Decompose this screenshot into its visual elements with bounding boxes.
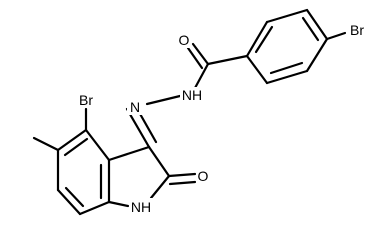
bond-c4-to-c5 (56, 128, 88, 152)
bond-nh-to-c7a (107, 200, 130, 208)
bond-carbonyl-to-ring (206, 54, 249, 66)
atom-nh-hydrazide: NH (180, 87, 204, 103)
atom-nh-lactam: NH (129, 198, 153, 215)
atom-n-hydrazone-label: N (130, 99, 140, 115)
bond-c5-to-methyl (32, 136, 60, 152)
bond-carbonyl-to-nh (193, 62, 210, 90)
bond-carbonyl-c-o (191, 42, 210, 66)
bond-ring-top-left-inner (254, 25, 274, 54)
bond-c2-to-o-double (168, 180, 197, 186)
bond-c3-to-c3a (107, 145, 151, 162)
bond-carbonyl-c-o-double (186, 46, 204, 70)
bond-ring-lower-inner (269, 61, 304, 75)
bond-c2-to-o (167, 172, 197, 178)
bond-c3a-to-c4 (84, 128, 111, 162)
bond-nh-to-n (145, 94, 182, 106)
atom-o-lactam-label: O (198, 168, 209, 184)
bond-n-to-c3 (125, 107, 151, 149)
atom-o-amide-label: O (179, 32, 190, 48)
atom-br-para: Br (346, 22, 368, 38)
bond-ring-right-bottom (305, 37, 329, 73)
bond-ring-lower (265, 69, 309, 85)
atom-br-ring-label: Br (79, 92, 93, 108)
atom-br-para-label: Br (350, 22, 364, 38)
bond-ring-upper (265, 8, 309, 24)
chemical-structure: O Br NH N Br O NH (32, 8, 368, 216)
atom-nh-hydrazide-label: NH (182, 87, 202, 103)
bond-ring-top (245, 20, 269, 58)
atom-br-ring: Br (75, 92, 97, 108)
bond-c6-to-c7-inner (64, 186, 85, 208)
bond-ring-right-inner (301, 16, 320, 42)
bond-ring-to-br (325, 31, 347, 41)
bonds (32, 8, 347, 216)
bond-ring-right-top (305, 8, 329, 41)
bond-c2-to-nh (149, 174, 171, 200)
atom-n-hydrazone: N (127, 99, 143, 115)
atom-labels: O Br NH N Br O NH (75, 22, 368, 215)
bond-c3-to-c2 (147, 145, 171, 178)
bond-ring-left-bottom (245, 54, 269, 85)
atom-o-amide: O (177, 32, 191, 48)
atom-nh-lactam-label: NH (131, 199, 151, 215)
atom-o-lactam: O (196, 168, 210, 184)
bond-c7-to-c7a (78, 200, 111, 216)
bond-c6-to-c7 (56, 188, 82, 216)
bond-c4-to-c5-inner (63, 137, 89, 157)
